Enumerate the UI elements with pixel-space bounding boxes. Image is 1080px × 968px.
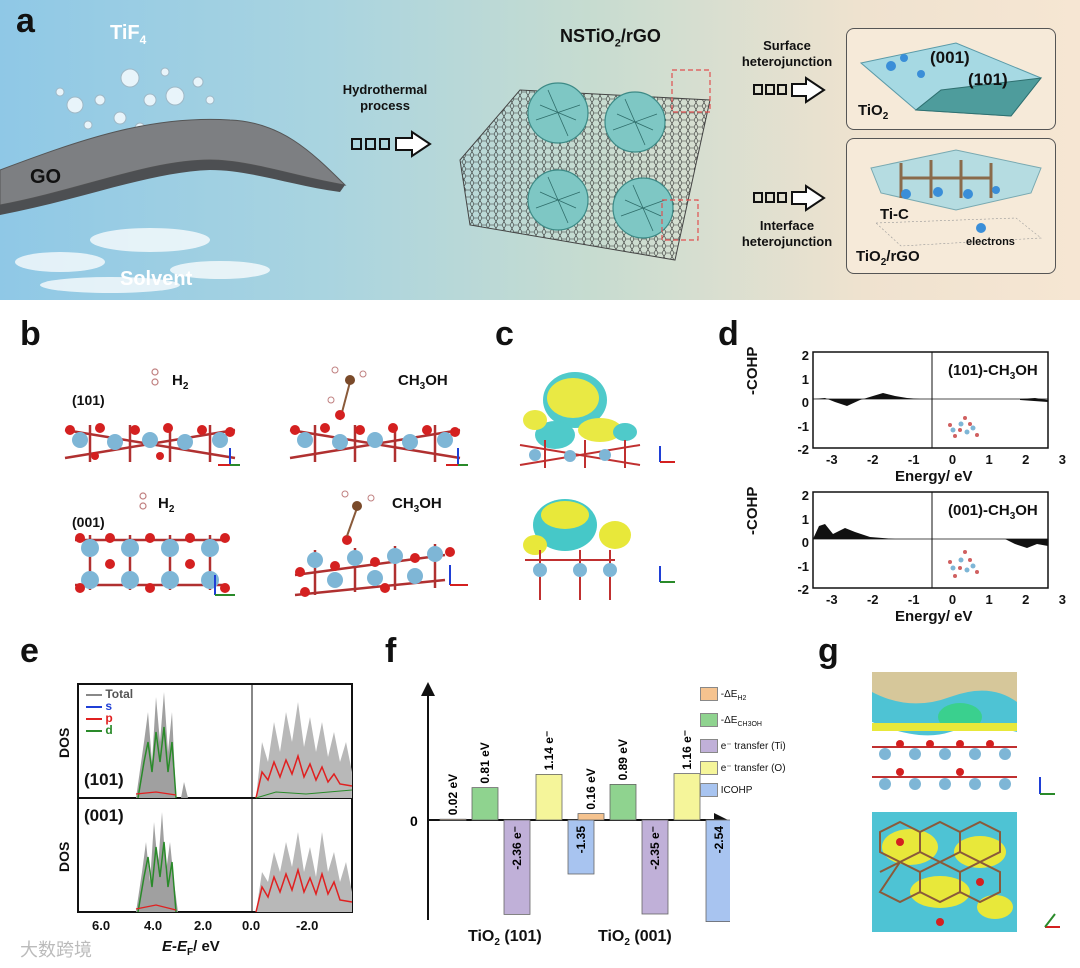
bar-0-2 (503, 819, 531, 915)
y-axis-arrow-icon (421, 682, 435, 696)
bar-label-1-3: 1.16 e⁻ (680, 730, 694, 770)
bar-label-1-0: 0.16 eV (584, 768, 598, 809)
bar-label-0-3: 1.14 e⁻ (542, 731, 556, 771)
legend-transfer-ti: e⁻ transfer (Ti) (700, 736, 786, 758)
nstio2-rgo-illustration (459, 69, 711, 261)
bar-1-4 (705, 819, 730, 922)
go-label: GO (30, 166, 62, 188)
dos-legend: Total s p d (86, 688, 133, 736)
bar-0-4 (567, 819, 595, 875)
group-label-001: TiO2 (001) (598, 928, 672, 949)
cohp-001-title: (001)-CH3OH (948, 502, 1038, 522)
dos-legend-total: Total (86, 688, 133, 700)
watermark: 大数跨境 (20, 940, 92, 960)
bar-0-3 (535, 774, 563, 821)
hydrothermal-label: Hydrothermal process (342, 82, 428, 113)
cohp-top-ylabel: -COHP (744, 346, 761, 395)
bar-1-0 (577, 813, 605, 821)
cohp-bot-xlabel: Energy/ eV (895, 608, 973, 625)
h2-label-101: H2 (172, 372, 189, 392)
bars-group: 0.02 eV 0.81 eV -2.36 e⁻ 1.14 e⁻ -1.35 0.16 e… (439, 730, 730, 922)
bar-label-1-2: -2.35 e⁻ (648, 826, 662, 870)
bar-label-0-0: 0.02 eV (446, 774, 460, 815)
energy-bar-chart: 0 0.02 eV 0.81 eV -2.36 e⁻ 1.14 e⁻ -1.35 0.16… (410, 682, 730, 922)
panel-c-letter: c (495, 315, 514, 353)
bar-label-1-4: -2.54 (712, 826, 726, 854)
ch3oh-label-101: CH3OH (398, 372, 448, 392)
interface-arrow-icon (753, 184, 826, 212)
panel-g-structures (872, 672, 1060, 932)
bar-label-1-1: 0.89 eV (616, 739, 630, 780)
panel-g-letter: g (818, 632, 839, 670)
surface-heterojunction-label: Surface heterojunction (741, 38, 833, 69)
solvent-label: Solvent (120, 268, 193, 290)
h2-label-001: H2 (158, 495, 175, 515)
group-label-101: TiO2 (101) (468, 928, 542, 949)
interface-heterojunction-label: Interface heterojunction (741, 218, 833, 249)
tio2-rgo-crystal-illustration (870, 149, 1042, 247)
legend-transfer-o: e⁻ transfer (O) (700, 758, 786, 780)
panel-f-letter: f (385, 632, 397, 670)
chart-legend: -ΔEH2 -ΔECH3OH e⁻ transfer (Ti) e⁻ trans… (700, 684, 786, 802)
dos-top-ylabel: DOS (56, 727, 72, 758)
panel-a-left-illustration (0, 67, 347, 293)
surface-101-label: (101) (72, 392, 105, 408)
dos-legend-s: s (86, 700, 133, 712)
panel-b-letter: b (20, 315, 41, 353)
bar-1-1 (609, 784, 637, 821)
ti-c-label: Ti-C (880, 206, 909, 223)
surface-arrow-icon (753, 76, 826, 104)
bar-0-1 (471, 787, 499, 821)
dos-legend-d: d (86, 724, 133, 736)
bar-0-0 (439, 818, 467, 821)
electrons-label: electrons (966, 236, 1015, 248)
panel-d-cohp-plots (812, 351, 1049, 589)
panel-d-letter: d (718, 315, 739, 353)
panel-e-letter: e (20, 632, 39, 670)
facet-001-label: (001) (930, 48, 970, 67)
surface-001-label: (001) (72, 514, 105, 530)
legend-icohp: ICOHP (700, 780, 786, 802)
facet-101-label: (101) (968, 70, 1008, 89)
tif4-label: TiF4 (110, 22, 147, 47)
bar-1-2 (641, 819, 669, 915)
panel-b-structures (64, 366, 468, 597)
bar-label-0-2: -2.36 e⁻ (510, 826, 524, 870)
dos-bot-label: (001) (84, 806, 124, 825)
tio2-rgo-box-label: TiO2/rGO (856, 248, 920, 268)
dos-xlabel: E-EF/ eV (162, 938, 220, 958)
legend-dch3oh: -ΔECH3OH (700, 710, 786, 736)
panel-c-charge-density (519, 372, 675, 600)
dos-top-label: (101) (84, 770, 124, 789)
bar-1-3 (673, 773, 701, 821)
dos-bot-ylabel: DOS (56, 841, 72, 872)
cohp-top-xlabel: Energy/ eV (895, 468, 973, 485)
panel-a-letter: a (16, 2, 35, 40)
cohp-101-title: (101)-CH3OH (948, 362, 1038, 382)
process-arrow-icon (351, 130, 432, 158)
bar-label-0-1: 0.81 eV (478, 742, 492, 783)
tio2-crystal-illustration (859, 42, 1043, 117)
bar-label-0-4: -1.35 (574, 826, 588, 854)
tio2-box-label: TiO2 (858, 102, 889, 122)
cohp-bot-ylabel: -COHP (744, 486, 761, 535)
legend-dh2: -ΔEH2 (700, 684, 786, 710)
panel-e-dos-plots (77, 683, 353, 913)
nstio2-rgo-label: NSTiO2/rGO (560, 26, 661, 50)
zero-label: 0 (410, 813, 418, 829)
dos-legend-p: p (86, 712, 133, 724)
ch3oh-label-001: CH3OH (392, 495, 442, 515)
